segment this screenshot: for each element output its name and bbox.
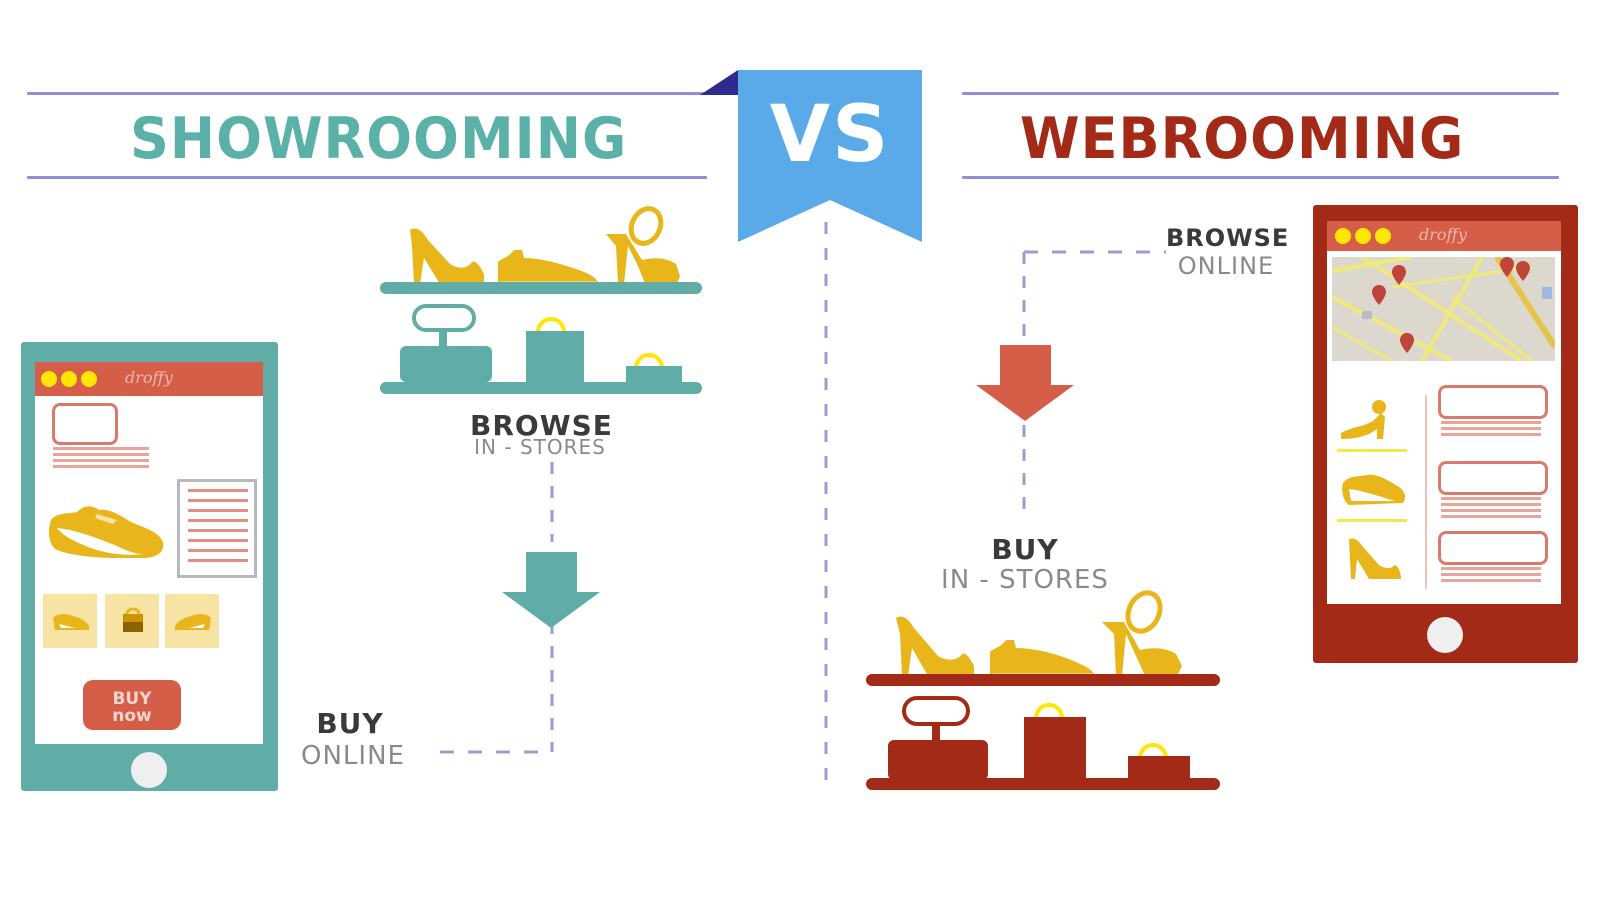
webrooming-step1-sub: ONLINE [1177,252,1275,280]
home-button[interactable] [1427,617,1463,653]
sneaker-product-icon[interactable] [1341,471,1407,511]
listing-text-lines [1441,421,1541,439]
product-details-card [177,479,257,578]
window-dot-icon [1375,228,1391,244]
right-rule-top [962,92,1559,95]
cash-register-icon [888,696,988,780]
home-button[interactable] [131,752,167,788]
vs-banner [738,70,922,242]
top-shelf [380,282,702,294]
app-header-bar: droffy [35,362,263,396]
sneaker-thumb-icon [53,614,89,630]
cash-register-icon [400,304,492,382]
column-divider [1425,395,1427,589]
showrooming-step2-sub: ONLINE [301,741,405,771]
app-header-bar: droffy [1327,221,1561,251]
listing-card[interactable] [1438,461,1548,495]
showrooming-step1-sub: IN - STORES [474,435,606,459]
vs-banner-fold [700,70,738,95]
webrooming-step2-main: BUY [991,533,1059,566]
shopping-bag-large-icon [1024,703,1086,781]
left-rule-bottom [27,176,707,179]
window-dot-icon [61,371,77,387]
app-logo: droffy [1419,225,1467,244]
product-divider [1337,519,1407,522]
sneaker-icon [990,640,1094,676]
listing-card[interactable] [1438,531,1548,565]
bottom-shelf [866,778,1220,790]
webrooming-phone: droffy [1313,205,1578,663]
text-lines [53,447,149,471]
buy-now-line2: now [112,706,152,726]
sneaker-icon [498,250,598,284]
left-rule-top [27,92,717,95]
center-dashed-divider [824,222,828,782]
window-dot-icon [1355,228,1371,244]
map-pin-icon [1400,333,1414,353]
showrooming-down-arrow-icon [502,552,600,628]
showrooming-step2-main: BUY [316,707,384,740]
showrooming-title: SHOWROOMING [130,105,628,172]
bottom-shelf [380,382,702,394]
phone-screen: droffy [35,362,263,744]
webrooming-title: WEBROOMING [1020,105,1465,172]
ankle-strap-heel-icon[interactable] [1337,399,1397,443]
buy-now-button[interactable]: BUY now [83,680,181,730]
showrooming-flow-connector [440,462,554,754]
strappy-sandal-icon [606,206,680,286]
shopping-bag-large-icon [526,317,584,383]
buy-now-line1: BUY [112,689,152,709]
listing-text-lines [1441,497,1541,521]
window-dot-icon [1335,228,1351,244]
high-heel-shoe-icon [410,228,484,284]
map-pin-icon [1500,257,1514,277]
high-heel-product-icon[interactable] [1345,535,1405,583]
thumbnail-bag[interactable] [105,594,159,648]
store-locator-map[interactable] [1332,257,1555,361]
sneaker-thumb-icon [175,614,211,630]
webrooming-step1-main: BROWSE [1166,224,1290,252]
showrooming-step1-main: BROWSE [470,409,613,442]
webrooming-step2-sub: IN - STORES [941,565,1109,595]
map-pin-icon [1372,285,1386,305]
webrooming-down-arrow-icon [976,345,1074,421]
webrooming-flow-connector [1022,250,1166,520]
window-dot-icon [41,371,57,387]
high-heel-shoe-icon [896,616,974,676]
strappy-sandal-icon [1102,590,1182,678]
thumbnail-sneaker[interactable] [43,594,97,648]
product-divider [1337,449,1407,452]
phone-screen: droffy [1327,221,1561,604]
sneaker-product-icon [49,506,164,558]
thumbnail-sneaker[interactable] [165,594,219,648]
image-placeholder [52,403,118,445]
top-shelf [866,674,1220,686]
webrooming-store-shelf [866,590,1220,790]
bag-thumb-icon [123,607,143,632]
app-logo: droffy [125,368,173,387]
vs-badge-text: VS [769,90,891,180]
shopping-bag-small-icon [626,353,682,384]
showrooming-phone: droffy [21,342,278,791]
listing-text-lines [1441,567,1541,585]
map-roads [1332,257,1555,361]
map-pin-icon [1516,261,1530,281]
map-pin-icon [1392,265,1406,285]
window-dot-icon [81,371,97,387]
shopping-bag-small-icon [1128,743,1190,782]
listing-card[interactable] [1438,385,1548,419]
right-rule-bottom [962,176,1559,179]
showrooming-store-shelf [380,206,702,394]
